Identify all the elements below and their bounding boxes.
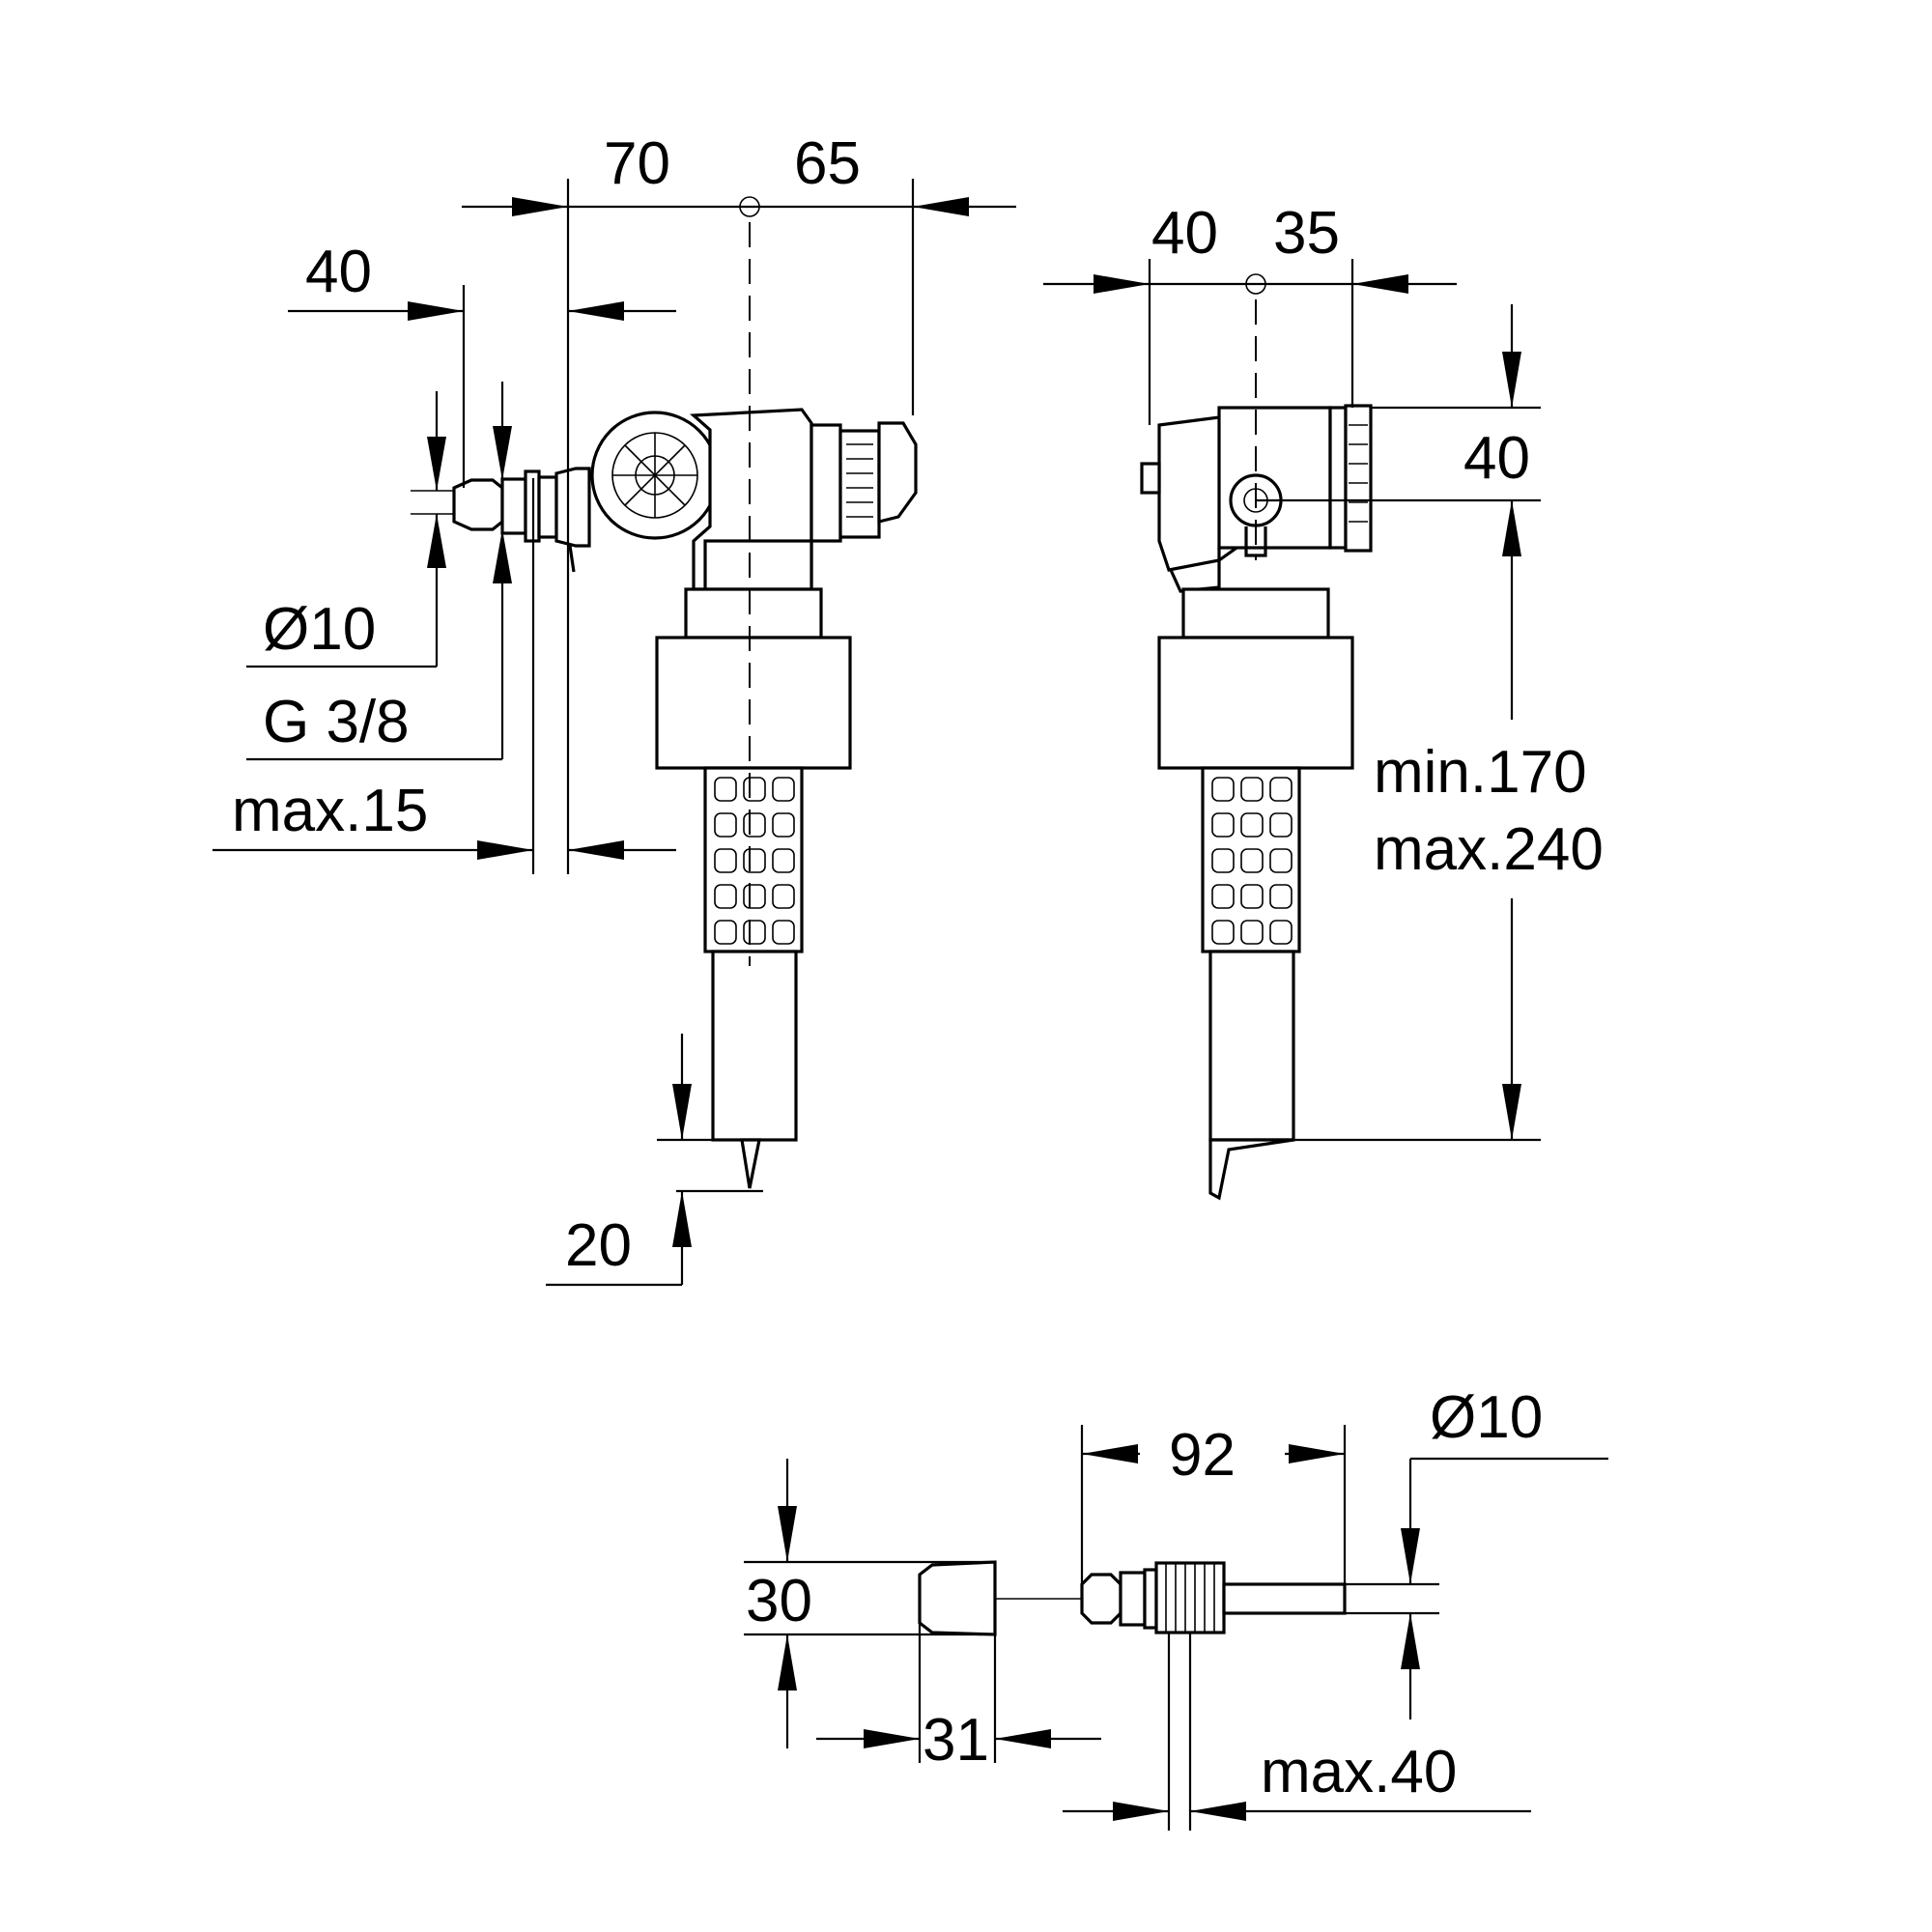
side-view-dim-65: 65: [794, 130, 861, 197]
side-view-dim-20: 20: [565, 1212, 632, 1279]
side-view-valve-body: [411, 408, 918, 1189]
connector-cap: [918, 1560, 997, 1636]
front-view-dim-40: 40: [1151, 200, 1218, 267]
connector-view-dim-31: 31: [923, 1707, 989, 1774]
side-view-dim-max15: max.15: [232, 778, 428, 844]
front-view-dim-max240: max.240: [1374, 816, 1604, 883]
connector-view-dim-92: 92: [1169, 1422, 1236, 1489]
side-view: 70 65 40 Ø10 G 3/8 max.15: [213, 130, 1016, 1287]
side-view-dim-40: 40: [305, 239, 372, 305]
connector-view-parts: [918, 1560, 1347, 1636]
side-view-spring: [714, 777, 795, 945]
connector-view: 92 Ø10 30 31 max.40: [744, 1384, 1608, 1831]
connector-view-dim-max40: max.40: [1261, 1739, 1457, 1805]
side-view-dim-g38: G 3/8: [263, 689, 410, 755]
front-view-dim-35: 35: [1273, 200, 1340, 267]
side-view-dim-70: 70: [604, 130, 670, 197]
connector-view-dim-dia10: Ø10: [1430, 1384, 1543, 1451]
front-view-valve-body: [1140, 404, 1373, 1201]
front-view-spring: [1211, 777, 1293, 945]
connector-view-dim-30: 30: [746, 1568, 812, 1634]
front-view-dim-min170: min.170: [1374, 739, 1587, 806]
front-view: 40 35 40 min.170 max.240: [1043, 200, 1604, 1201]
front-view-dim-40-vertical: 40: [1463, 425, 1530, 492]
side-view-dim-dia10: Ø10: [263, 596, 376, 663]
